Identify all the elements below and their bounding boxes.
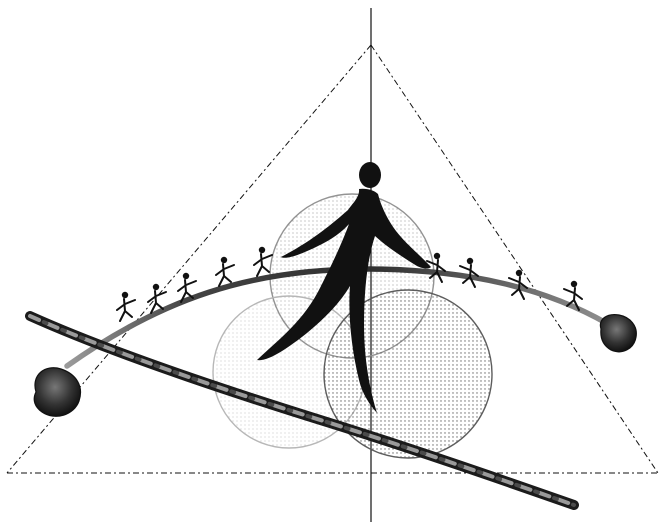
- walker-head: [359, 162, 381, 188]
- left-weight: [34, 368, 80, 416]
- right-weight: [600, 315, 636, 352]
- small-figure-4: [216, 257, 234, 286]
- small-figure-5: [254, 247, 272, 276]
- small-figure-2: [148, 284, 166, 313]
- small-figure-1: [117, 292, 135, 321]
- small-figure-7: [460, 258, 478, 287]
